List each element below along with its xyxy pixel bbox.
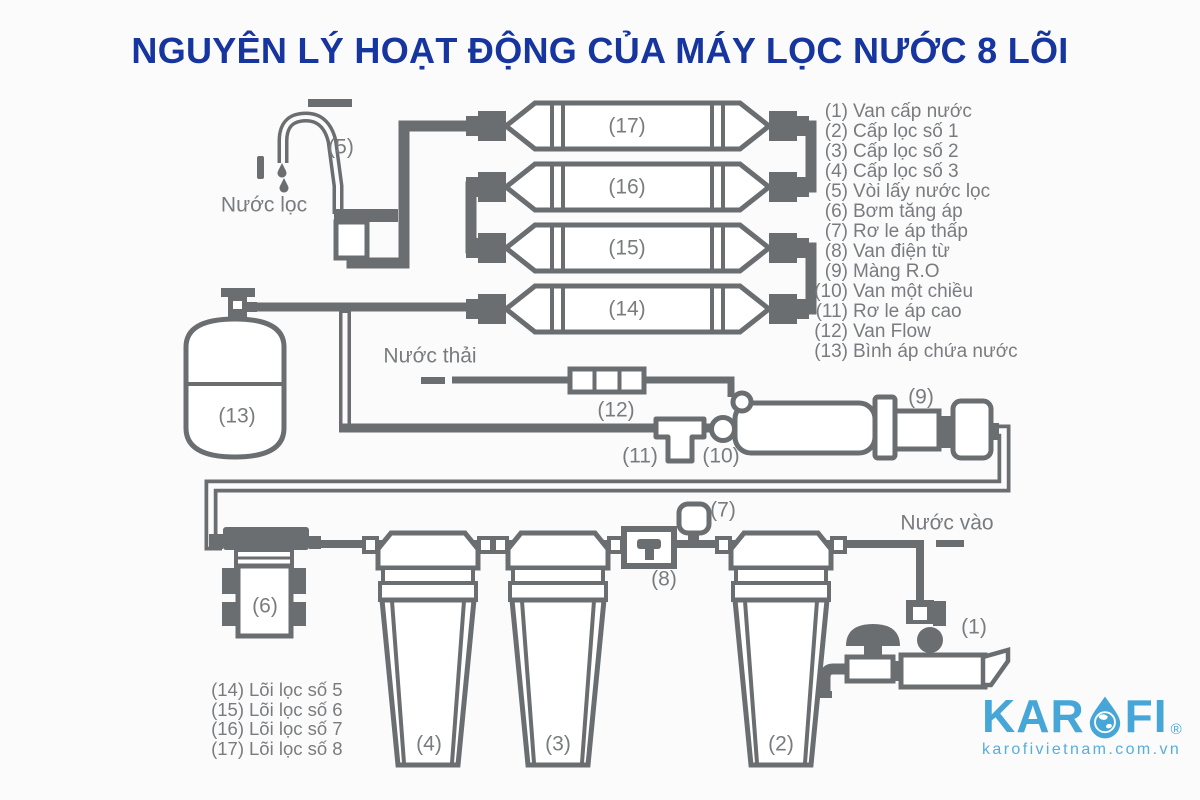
label-6: (6) xyxy=(252,594,278,618)
label-4: (4) xyxy=(416,732,442,756)
filter-housing-3 xyxy=(492,530,624,768)
page-title: NGUYÊN LÝ HOẠT ĐỘNG CỦA MÁY LỌC NƯỚC 8 L… xyxy=(131,30,1069,71)
legend-item: (5)Vòi lấy nước lọc xyxy=(824,181,991,202)
legend-components: (1)Van cấp nước (2)Cấp lọc số 1 (3)Cấp l… xyxy=(812,101,1018,362)
brand-left: KAR xyxy=(982,690,1085,742)
water-drops xyxy=(277,163,289,193)
label-9: (9) xyxy=(908,385,934,409)
legend-item: (1)Van cấp nước xyxy=(824,101,972,122)
low-pressure-switch xyxy=(676,501,712,544)
label-15: (15) xyxy=(608,236,646,260)
legend-item: (8)Van điện từ xyxy=(824,241,950,262)
legend-cores: (14)Lõi lọc số 5 (15)Lõi lọc số 6 (16)Lõ… xyxy=(200,680,343,758)
water-drop-globe-icon xyxy=(1089,696,1120,739)
check-valve xyxy=(709,415,737,443)
legend-item: (2)Cấp lọc số 1 xyxy=(824,121,959,142)
label-17: (17) xyxy=(608,114,646,138)
faucet-handle xyxy=(308,99,352,107)
legend-item: (6)Bơm tăng áp xyxy=(824,201,963,222)
brand-wordmark: KAR FI ® xyxy=(982,690,1192,742)
label-7: (7) xyxy=(710,498,736,522)
legend-item: (10)Van một chiều xyxy=(814,281,974,302)
label-11: (11) xyxy=(622,444,658,468)
faucet-mount-bar xyxy=(334,209,398,222)
high-pressure-switch xyxy=(653,416,707,464)
label-10: (10) xyxy=(702,444,740,468)
label-12: (12) xyxy=(597,398,635,422)
label-8: (8) xyxy=(651,567,677,591)
waste-port xyxy=(730,390,754,414)
water-in-dash xyxy=(936,540,964,547)
legend-item: (11)Rơ le áp cao xyxy=(815,301,962,322)
legend-item: (17)Lõi lọc số 8 xyxy=(211,737,343,759)
legend-item: (14)Lõi lọc số 5 xyxy=(211,679,343,700)
supply-valve xyxy=(890,600,1011,690)
clean-water-faucet xyxy=(257,99,398,261)
legend-item: (7)Rơ le áp thấp xyxy=(824,221,968,242)
legend-item: (16)Lõi lọc số 7 xyxy=(211,718,343,740)
brand-url: karofivietnam.com.vn xyxy=(982,741,1182,758)
booster-pump xyxy=(209,527,321,639)
label-16: (16) xyxy=(608,175,646,199)
flow-valve xyxy=(567,366,647,395)
legend-item: (9)Màng R.O xyxy=(824,261,940,282)
ro-membrane xyxy=(730,390,999,461)
label-2: (2) xyxy=(768,732,794,756)
label-13: (13) xyxy=(218,404,256,428)
filter-housing-4 xyxy=(362,530,494,768)
karofi-logo: KAR FI ® karofivietnam.com.vn xyxy=(982,690,1192,759)
faucet-base-box xyxy=(333,219,370,261)
water-tap xyxy=(819,624,903,698)
drip-mark xyxy=(257,156,264,179)
waste-outlet-dash xyxy=(421,377,445,384)
legend-item: (15)Lõi lọc số 6 xyxy=(211,698,343,720)
label-14: (14) xyxy=(608,297,646,321)
label-5: (5) xyxy=(328,135,354,159)
label-waste-water: Nước thải xyxy=(383,344,477,368)
legend-item: (12)Van Flow xyxy=(814,321,931,342)
pressure-tank xyxy=(183,288,287,460)
label-3: (3) xyxy=(545,732,571,756)
label-1: (1) xyxy=(961,615,987,639)
legend-item: (13)Bình áp chứa nước xyxy=(814,341,1018,362)
label-water-in: Nước vào xyxy=(900,511,994,535)
solenoid-valve xyxy=(621,526,677,569)
brand-right: FI xyxy=(1124,690,1168,742)
legend-item: (3)Cấp lọc số 2 xyxy=(824,141,959,162)
label-clean-water: Nước lọc xyxy=(220,193,308,217)
registered-mark: ® xyxy=(1170,721,1182,738)
legend-item: (4)Cấp lọc số 3 xyxy=(824,161,959,182)
filter-housing-2 xyxy=(715,530,847,768)
